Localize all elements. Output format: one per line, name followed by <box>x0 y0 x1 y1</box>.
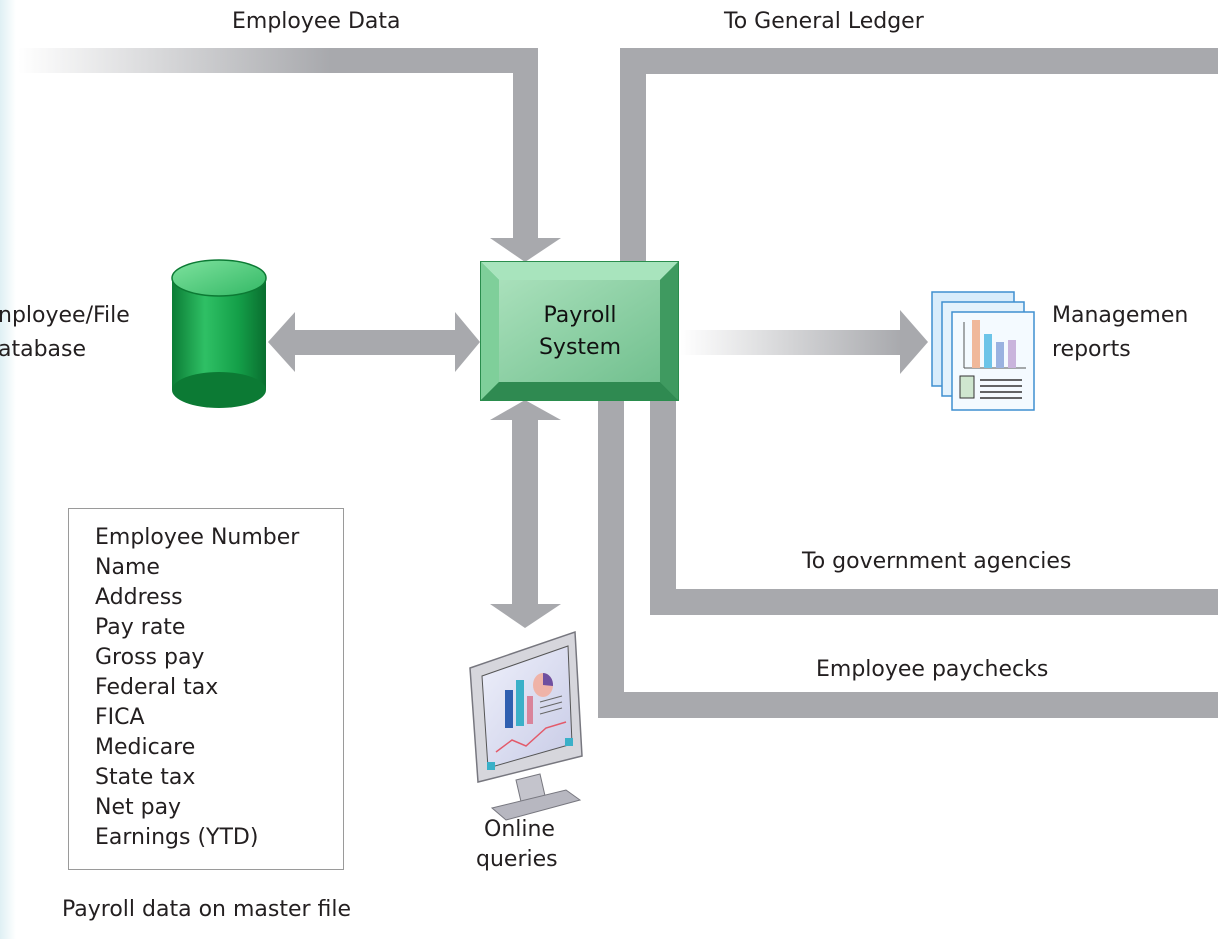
field-item: Medicare <box>95 735 196 760</box>
field-item: Address <box>95 585 183 610</box>
field-item: Net pay <box>95 795 182 820</box>
field-item: Name <box>95 555 160 580</box>
database-label-line1: nployee/File <box>0 303 130 328</box>
general-ledger-pipe <box>620 48 1218 74</box>
employee-data-pipe-down <box>513 48 538 238</box>
employee-paychecks-label: Employee paychecks <box>816 657 1049 682</box>
master-file-fields-box: Employee Number Name Address Pay rate Gr… <box>68 508 344 870</box>
payroll-system-label-line1: Payroll <box>543 303 617 328</box>
master-file-fields-list: Employee Number Name Address Pay rate Gr… <box>69 509 343 853</box>
management-reports-label-line2: reports <box>1052 337 1131 362</box>
monitor-icon <box>469 630 583 821</box>
general-ledger-label: To General Ledger <box>724 9 924 34</box>
background-strip <box>0 0 16 939</box>
field-item: Employee Number <box>95 525 300 550</box>
employee-data-label: Employee Data <box>232 9 401 34</box>
reports-arrowhead <box>900 310 928 374</box>
general-ledger-pipe-up <box>620 48 646 263</box>
reports-arrow-shaft <box>680 330 902 355</box>
paychecks-pipe <box>598 692 1218 718</box>
government-pipe-down <box>650 400 676 615</box>
field-item: Earnings (YTD) <box>95 825 259 850</box>
queries-link-shaft <box>512 418 538 606</box>
database-link-shaft <box>290 330 462 355</box>
field-item: State tax <box>95 765 196 790</box>
online-queries-label-line1: Online <box>484 817 555 842</box>
employee-data-arrowhead <box>490 238 561 262</box>
queries-arrowhead-down <box>490 604 561 628</box>
employee-data-pipe <box>18 48 538 73</box>
payroll-system-label: Payroll System <box>482 300 678 364</box>
master-file-caption: Payroll data on master file <box>62 897 352 922</box>
database-cylinder-icon <box>171 259 267 408</box>
government-pipe <box>650 589 1218 615</box>
online-queries-label-line2: queries <box>476 847 558 872</box>
database-link-arrowhead-right <box>455 312 480 372</box>
database-label-line2: atabase <box>0 337 87 362</box>
database-link-arrowhead-left <box>268 312 295 372</box>
queries-arrowhead-up <box>490 400 561 420</box>
field-item: FICA <box>95 705 145 730</box>
management-reports-label-line1: Managemen <box>1052 303 1189 328</box>
payroll-system-box <box>480 261 679 401</box>
management-reports-icon <box>931 291 1035 411</box>
payroll-system-label-line2: System <box>538 335 622 360</box>
field-item: Pay rate <box>95 615 186 640</box>
paychecks-pipe-down <box>598 400 624 718</box>
field-item: Gross pay <box>95 645 205 670</box>
government-agencies-label: To government agencies <box>802 549 1072 574</box>
field-item: Federal tax <box>95 675 219 700</box>
